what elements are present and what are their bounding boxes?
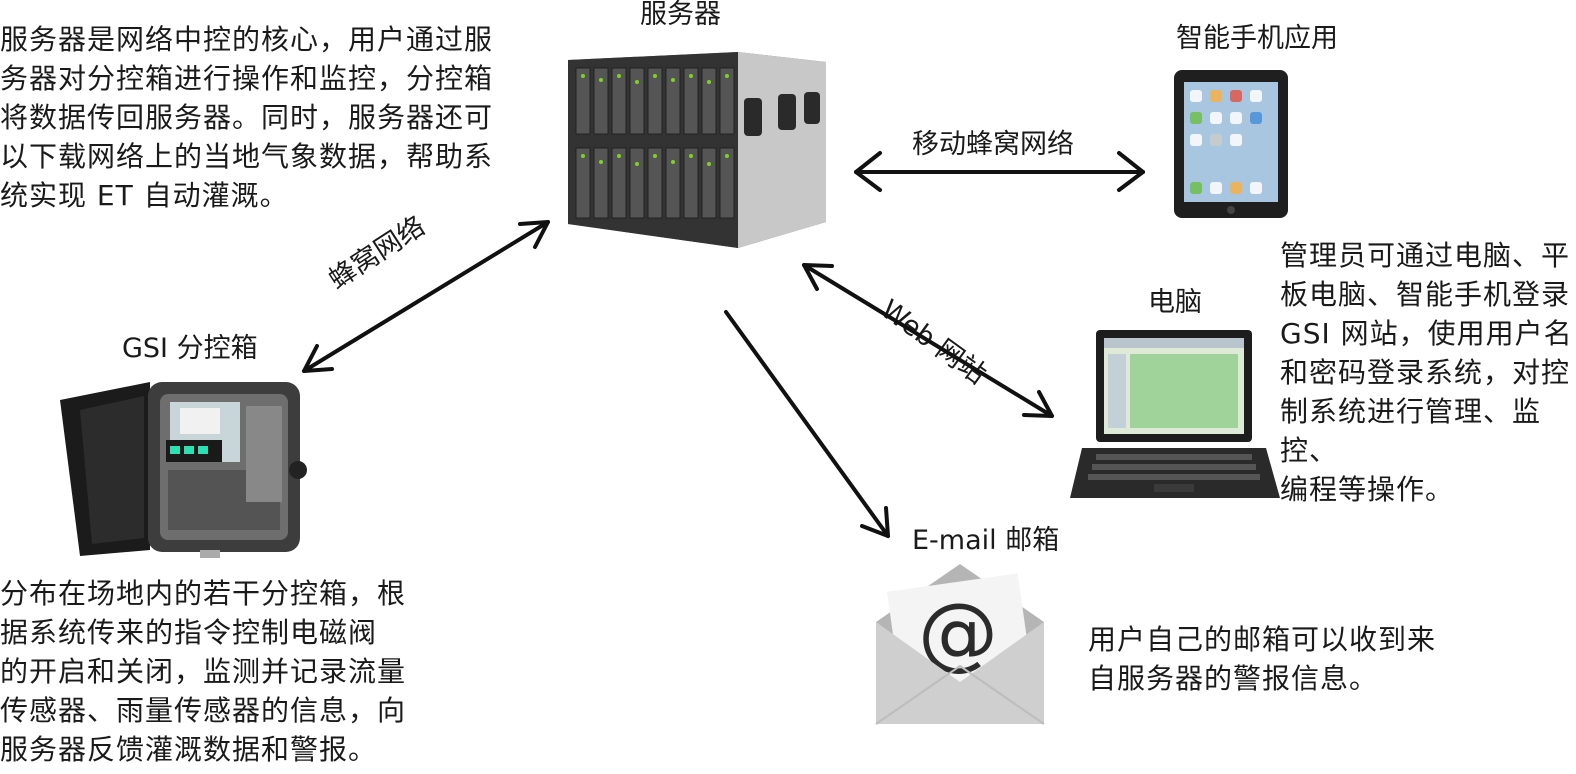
- server-description-line: 统实现 ET 自动灌溉。: [0, 179, 289, 212]
- server-description-line: 务器对分控箱进行操作和监控，分控箱: [0, 62, 494, 95]
- controller-description-line: 传感器、雨量传感器的信息，向: [0, 694, 407, 727]
- laptop-icon: [1070, 330, 1280, 498]
- server-description-line: 服务器是网络中控的核心，用户通过服: [0, 23, 494, 56]
- server-description-line: 将数据传回服务器。同时，服务器还可: [0, 101, 494, 134]
- email-description-line: 用户自己的邮箱可以收到来: [1088, 623, 1437, 656]
- controller-description-line: 分布在场地内的若干分控箱，根: [0, 577, 407, 610]
- admin-description-line: 编程等操作。: [1280, 473, 1455, 506]
- controller-description-line: 据系统传来的指令控制电磁阀: [0, 616, 378, 649]
- server-controller-arrow: [302, 220, 550, 373]
- email-description-line: 自服务器的警报信息。: [1088, 662, 1379, 695]
- admin-description-line: GSI 网站，使用用户名: [1280, 317, 1573, 350]
- admin-description-line: 制系统进行管理、监控、: [1280, 395, 1542, 467]
- gsi-box-label: GSI 分控箱: [122, 333, 258, 364]
- smartphone-app-label: 智能手机应用: [1176, 23, 1338, 54]
- controller-box-icon: [60, 382, 307, 558]
- computer-label: 电脑: [1148, 287, 1202, 318]
- mobile-cellular-label: 移动蜂窝网络: [912, 129, 1074, 160]
- admin-description-line: 板电脑、智能手机登录: [1280, 278, 1571, 311]
- server-computer-arrow: [802, 263, 1054, 418]
- admin-description: 管理员可通过电脑、平 板电脑、智能手机登录 GSI 网站，使用用户名 和密码登录…: [1280, 236, 1576, 509]
- email-envelope-icon: @: [875, 564, 1045, 725]
- server-label: 服务器: [640, 0, 721, 30]
- server-phone-arrow: [854, 151, 1145, 192]
- server-rack-icon: [568, 52, 826, 248]
- server-description-line: 以下载网络上的当地气象数据，帮助系: [0, 140, 494, 173]
- email-description: 用户自己的邮箱可以收到来 自服务器的警报信息。: [1088, 620, 1508, 698]
- admin-description-line: 和密码登录系统，对控: [1280, 356, 1571, 389]
- server-description: 服务器是网络中控的核心，用户通过服 务器对分控箱进行操作和监控，分控箱 将数据传…: [0, 20, 540, 215]
- controller-description-line: 的开启和关闭，监测并记录流量: [0, 655, 407, 688]
- admin-description-line: 管理员可通过电脑、平: [1280, 239, 1571, 272]
- server-email-arrow: [724, 310, 890, 538]
- controller-description: 分布在场地内的若干分控箱，根 据系统传来的指令控制电磁阀 的开启和关闭，监测并记…: [0, 574, 420, 769]
- tablet-icon: [1174, 70, 1288, 218]
- email-box-label: E-mail 邮箱: [912, 525, 1060, 556]
- controller-description-line: 服务器反馈灌溉数据和警报。: [0, 733, 378, 766]
